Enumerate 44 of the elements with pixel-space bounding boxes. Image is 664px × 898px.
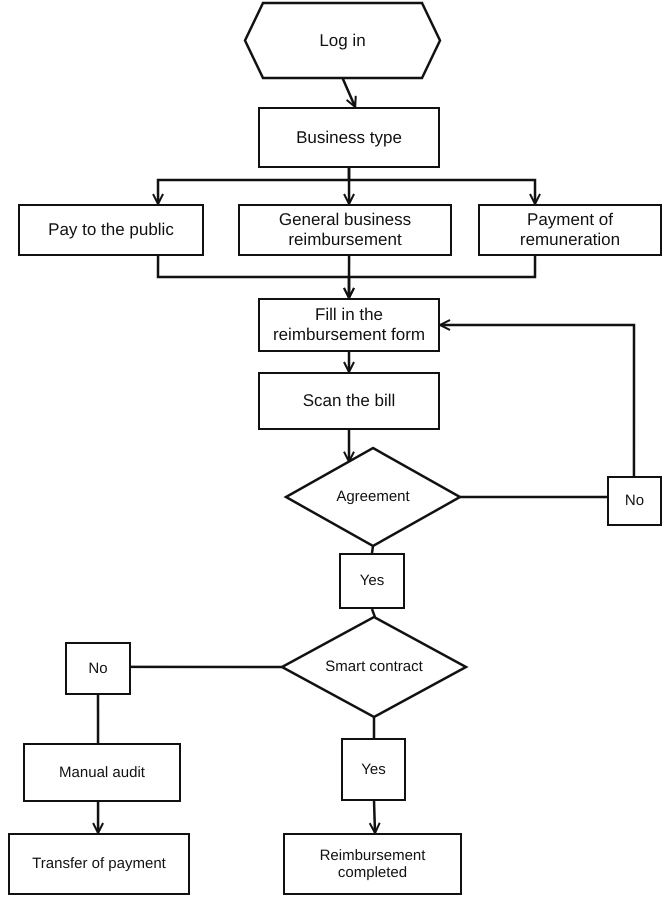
arrow (343, 352, 355, 373)
arrow (348, 168, 542, 205)
process-box (283, 833, 462, 895)
node-label: Transfer of payment (31, 855, 167, 873)
arrow (341, 78, 357, 108)
node-label: Smart contract (324, 658, 424, 676)
node-label: Payment of remuneration (518, 210, 622, 250)
arrow (92, 802, 104, 834)
decision-diamond (282, 617, 466, 717)
start-hexagon (245, 3, 440, 78)
arrow (343, 430, 355, 463)
node-label: Business type (295, 128, 403, 148)
node-label: No (87, 660, 109, 678)
arrow (439, 319, 636, 476)
process-box (258, 107, 440, 168)
connector-line (96, 695, 100, 743)
arrow (343, 256, 536, 299)
process-box (65, 642, 131, 695)
node-label: No (624, 492, 646, 510)
process-box (18, 204, 204, 256)
node-label: Yes (360, 760, 387, 778)
process-box (238, 204, 452, 256)
node-label: Manual audit (58, 764, 146, 782)
node-label: Reimbursement completed (318, 846, 426, 882)
connector-line (372, 717, 376, 738)
process-box (607, 476, 662, 526)
connector-line (460, 496, 607, 498)
process-box (341, 738, 406, 801)
process-box (23, 743, 181, 802)
node-label: Fill in the reimbursement form (272, 305, 426, 345)
process-box (258, 372, 440, 430)
node-label: Log in (318, 30, 367, 50)
process-box (339, 553, 405, 609)
process-box (8, 833, 190, 895)
node-label: Yes (358, 572, 386, 590)
node-label: Pay to the public (47, 220, 175, 240)
arrow (368, 800, 381, 834)
connector-line (131, 666, 282, 668)
process-box (478, 204, 662, 256)
decision-diamond (286, 448, 460, 546)
node-label: Scan the bill (302, 391, 396, 411)
process-box (258, 298, 440, 352)
node-label: General business reimbursement (278, 210, 412, 250)
node-label: Agreement (335, 488, 411, 506)
